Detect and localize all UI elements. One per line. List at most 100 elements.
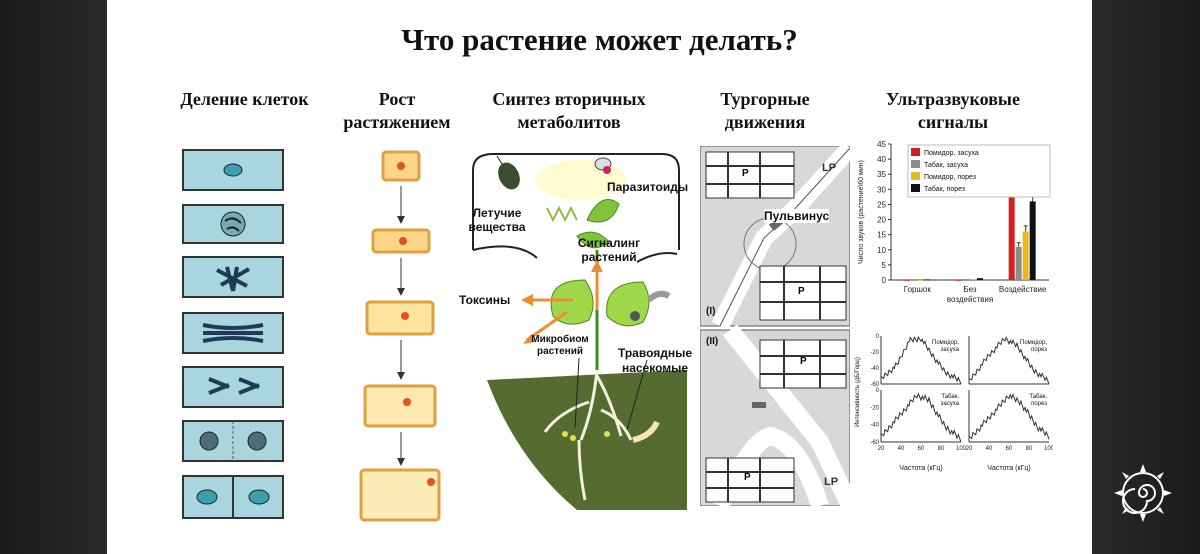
cell-stage-prophase [182,204,284,244]
heading-line: растяжением [343,112,451,132]
label-stage-i: (I) [706,306,716,317]
heading-line: Синтез вторичных [492,89,646,109]
cell-division-illustration [182,149,284,519]
x-tick-label: 80 [1026,446,1033,452]
cell-diagram-top-left [705,151,795,199]
y-tick-label: -40 [870,423,879,429]
growth-cell-2 [371,228,431,254]
bar [977,278,983,280]
moth-icon [496,155,520,190]
y-tick-label: 20 [877,216,886,225]
y-tick-label: 35 [877,170,886,179]
x-tick-label: Без [963,285,977,294]
bar [1022,231,1029,280]
cell-stage-interphase [182,149,284,191]
label-volatiles: Летучие вещества [467,206,527,234]
x-tick-label: Горшок [904,285,932,294]
leaf-left [550,279,594,325]
heading-secondary-metabolites: Синтез вторичных метаболитов [469,88,669,134]
x-axis-label: Частота (кГц) [899,465,942,472]
bar [1029,201,1036,280]
cell-stage-anaphase [182,366,284,408]
label-line: Микробиом [531,334,589,345]
label-line: Сигналинг [577,236,641,250]
label-pressure: P [798,286,805,297]
heading-line: Рост [378,89,416,109]
bar [970,279,976,280]
legend-label: Помидор, порез [924,174,976,181]
turgor-panel: LP LP Пульвинус (I) (II) P P P P [700,146,850,506]
larva-icon [632,420,660,443]
spectrum-line [968,393,1050,440]
y-tick-label: 15 [877,231,886,240]
x-tick-label: 20 [966,446,973,452]
heading-line: метаболитов [517,112,621,132]
sound-spectra-chart: Помидор,засухаПомидор,порезТабак,засухаТ… [855,334,1053,472]
metabolites-illustration [472,153,687,510]
x-tick-label: воздействия [947,295,993,304]
cell-stage-telophase [182,420,284,462]
spectrum-line [880,392,962,443]
x-tick-label: 100 [1044,446,1053,452]
heading-ultrasonic-signals: Ультразвуковые сигналы [853,88,1053,134]
legend-swatch [911,148,920,156]
label-parasitoids: Паразитоиды [607,180,689,194]
label-line: растений [581,250,637,264]
y-tick-label: 10 [877,246,886,255]
y-tick-label: 0 [876,388,880,394]
panel-label: Помидор, [932,340,959,346]
label-pressure: P [800,356,807,367]
heading-line: сигналы [917,112,989,132]
legend-label: Табак, порез [924,185,965,193]
y-axis-label: Интенсивность (дБ/Герц) [855,357,861,427]
cell-diagram-lower-right [759,339,847,389]
x-tick-label: 80 [938,446,945,452]
heading-cell-division: Деление клеток [180,89,309,109]
cell-stage-daughter-cells [182,475,284,519]
y-tick-label: 0 [876,334,880,340]
y-tick-label: -60 [870,382,879,388]
left-margin [0,0,107,554]
panel-label: Помидор, [1020,340,1047,346]
slide-title: Что растение может делать? [401,22,798,57]
bar [917,280,924,281]
growth-cell-4 [363,384,437,428]
panel-label: порез [1031,347,1047,353]
leaf-right [606,281,650,327]
right-margin [1092,0,1200,554]
spectrum-line [968,336,1050,385]
plant-roots [543,369,633,501]
x-tick-label: 40 [986,446,993,452]
x-tick-label: 40 [898,446,905,452]
bar [963,279,969,280]
leaf-shape [576,231,610,249]
legend-swatch [911,184,920,192]
caterpillar-icon [630,290,671,321]
panel-label: засуха [941,401,960,407]
heading-turgor-movements: Тургорные движения [690,88,840,134]
label-line: Травоядные [617,346,693,360]
label-pressure: P [744,472,751,483]
elongation-growth-illustration [359,150,441,522]
arrow-head [523,334,535,344]
bar [1008,171,1015,280]
volatile-waves [546,205,578,223]
pulvinus-illustration [700,146,850,506]
spectrum-line [880,335,962,385]
y-tick-label: -40 [870,366,879,372]
heading-elongation-growth: Рост растяжением [329,88,465,134]
bar [903,280,910,281]
y-tick-label: 25 [877,200,886,209]
y-tick-label: -60 [870,440,879,446]
cell-diagram-mid-right [759,265,847,321]
spiral-logo-icon [1114,464,1172,522]
cell-stage-prometaphase [182,256,284,298]
y-tick-label: -20 [870,405,879,411]
slide: Что растение может делать? Деление клето… [107,0,1092,554]
x-tick-label: 60 [918,446,925,452]
label-microbiome: Микробиом растений [525,334,595,358]
x-tick-label: 100 [956,446,967,452]
x-tick-label: 20 [878,446,885,452]
growth-cell-1 [381,150,421,182]
